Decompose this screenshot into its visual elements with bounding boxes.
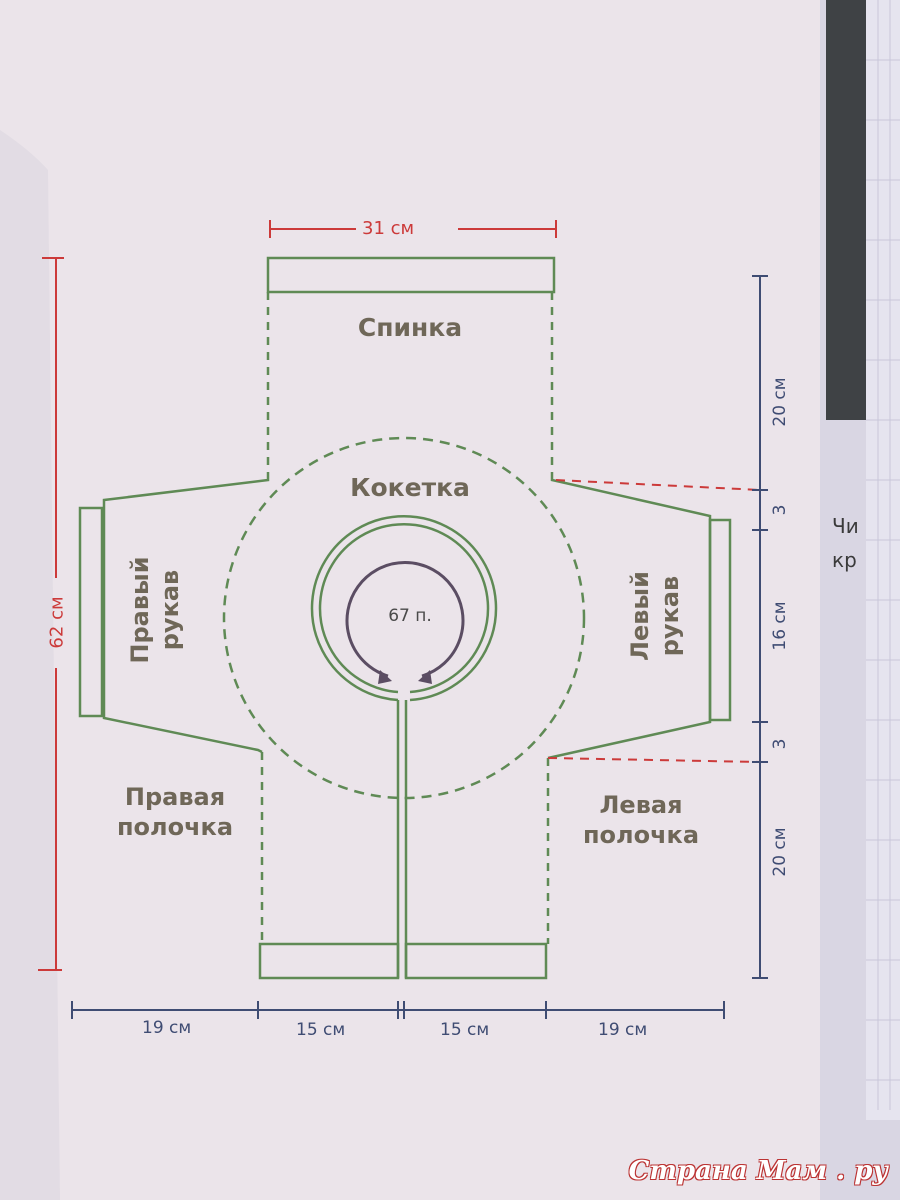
neck-stitch-label: 67 п. [388,606,432,626]
left-front-word-2: полочка [582,821,700,849]
top-dimension-line [269,220,557,238]
dark-tab [826,0,866,420]
left-front-word-1: Левая [599,791,683,819]
upper-gap-label: 3 [770,504,790,516]
bottom-left-front-width: 15 см [440,1020,490,1040]
page-edge-text-1: Чи [832,514,859,538]
height-dimension-line [38,257,64,971]
right-sleeve-word-2: рукав [156,569,184,651]
grid-page [866,0,900,1120]
bottom-dimension-line [71,1001,725,1019]
right-sleeve-cuff [78,506,104,718]
top-width-label: 31 см [362,218,415,239]
back-ribbing [266,256,556,294]
front-height-label: 20 см [770,827,790,877]
right-front-word-1: Правая [124,783,226,811]
arrow-head-right [418,670,432,684]
yoke-bottom-marker [547,757,761,763]
sleeve-height-label: 16 см [770,601,790,651]
left-front-label: Левая полочка [556,790,726,850]
yoke-label: Кокетка [350,473,470,502]
right-dimension-line [752,275,768,979]
left-sleeve-word-2: рукав [656,575,684,657]
grid-lines [866,0,900,1110]
left-sleeve-word-1: Левый [626,571,654,661]
right-front-label: Правая полочка [90,782,260,842]
neck-outer-ring [310,515,498,702]
yoke-top-marker [555,479,761,491]
yoke-circle [222,436,586,800]
left-page-fold [0,130,60,1200]
lower-gap-label: 3 [770,738,790,750]
right-front-word-2: полочка [116,813,234,841]
back-height-label: 20 см [770,377,790,427]
page-edge-text-2: кр [832,548,857,572]
site-watermark: Страна Мам . ру [628,1156,888,1186]
total-height-label: 62 см [46,596,68,649]
neck-inner-ring [318,522,490,694]
left-sleeve-label: Левый рукав [625,541,685,691]
arrow-head-left [378,670,392,684]
bottom-right-front-width: 15 см [296,1020,346,1040]
bottom-right-sleeve-width: 19 см [142,1018,192,1038]
back-label: Спинка [357,313,463,342]
left-sleeve-cuff [708,518,732,722]
right-sleeve-outline [102,472,270,754]
round-direction-arrow [345,561,465,678]
left-sleeve-outline [547,472,712,760]
bottom-left-sleeve-width: 19 см [598,1020,648,1040]
right-sleeve-label: Правый рукав [125,535,185,685]
right-sleeve-word-1: Правый [126,556,154,664]
